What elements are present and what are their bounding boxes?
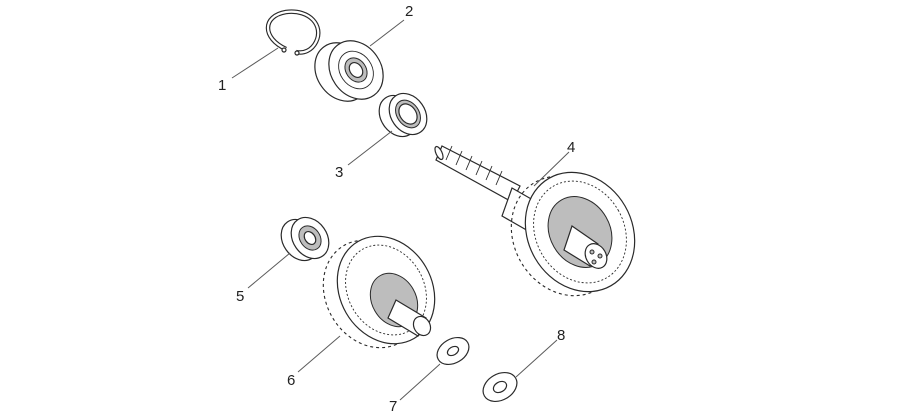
callout-1: 1 bbox=[218, 77, 226, 94]
part-washer-7 bbox=[436, 336, 470, 366]
leader-line-8 bbox=[515, 339, 558, 378]
callout-8: 8 bbox=[557, 327, 565, 344]
leader-line-2 bbox=[369, 19, 405, 47]
leader-line-1 bbox=[231, 47, 279, 79]
callout-7: 7 bbox=[389, 398, 397, 414]
part-output-shaft-gear bbox=[434, 145, 636, 297]
part-ball-bearing-small bbox=[280, 216, 330, 262]
part-circlip bbox=[265, 9, 321, 56]
part-washer-8 bbox=[482, 371, 518, 403]
leader-line-4 bbox=[533, 151, 570, 187]
leader-line-6 bbox=[297, 335, 341, 373]
leader-line-3 bbox=[347, 130, 393, 166]
callout-5: 5 bbox=[236, 288, 244, 305]
callout-6: 6 bbox=[287, 372, 295, 389]
part-seal-ring bbox=[378, 92, 428, 138]
callout-4: 4 bbox=[567, 139, 575, 156]
callout-2: 2 bbox=[405, 3, 413, 20]
leader-line-5 bbox=[247, 252, 291, 289]
part-ball-bearing-large bbox=[314, 40, 384, 102]
part-intermediate-gear bbox=[322, 235, 436, 349]
callout-3: 3 bbox=[335, 164, 343, 181]
leader-line-7 bbox=[399, 363, 441, 401]
